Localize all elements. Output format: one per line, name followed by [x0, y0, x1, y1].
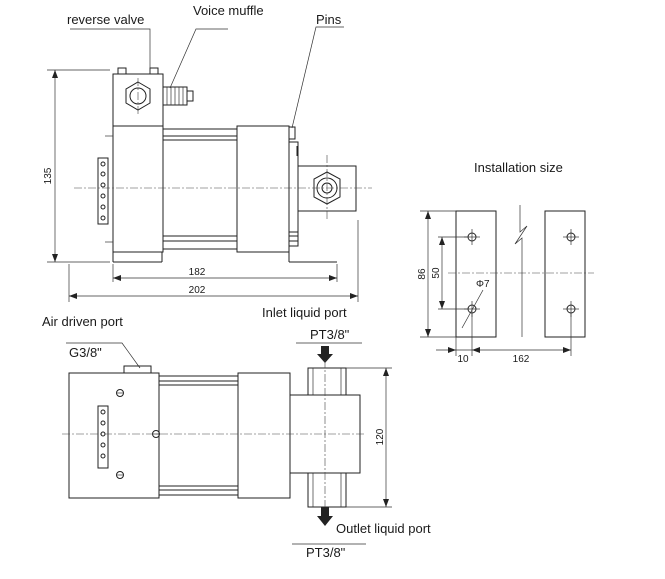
outlet-arrow-icon [317, 507, 333, 526]
break-line [514, 205, 528, 270]
leader-pins [291, 26, 344, 129]
leader-phi7 [461, 289, 484, 329]
label-voice-muffle: Voice muffle [193, 3, 264, 18]
tie-rod-top [158, 375, 239, 496]
leader-g38 [66, 342, 141, 369]
end-plate [288, 141, 299, 247]
label-pt38-bottom: PT3/8" [306, 545, 346, 560]
label-reverse-valve: reverse valve [67, 12, 144, 27]
label-inlet-liquid-port: Inlet liquid port [262, 305, 347, 320]
air-fittings-strip [97, 157, 109, 225]
tie-rod-section [162, 128, 238, 250]
label-air-driven-port: Air driven port [42, 314, 123, 329]
air-port-fitting [123, 365, 152, 374]
leader-reverse-valve [70, 28, 151, 74]
inlet-arrow-icon [317, 346, 333, 363]
left-mount-plate [455, 210, 497, 338]
hydraulic-cylinder [236, 125, 290, 253]
air-cylinder [112, 125, 164, 253]
valve-tab-right [149, 67, 159, 75]
label-pins: Pins [316, 12, 342, 27]
valve-tab-left [117, 67, 127, 75]
dim-120: 120 [375, 428, 386, 445]
dim-202: 202 [189, 285, 206, 296]
dim-182: 182 [189, 267, 206, 278]
top-view: Air driven port Inlet liquid port G3/8" … [42, 305, 431, 560]
pin [288, 126, 296, 140]
label-installation-size: Installation size [474, 160, 563, 175]
label-g38: G3/8" [69, 345, 102, 360]
dim-10: 10 [457, 354, 469, 365]
dim-86: 86 [417, 268, 428, 280]
installation-view: Installation size 86 50 [417, 160, 594, 365]
leader-voice-muffle [169, 28, 228, 89]
right-mount-plate [544, 210, 586, 338]
hydraulic-top [237, 372, 291, 499]
dim-162: 162 [513, 354, 530, 365]
dim-phi7: Φ7 [476, 279, 490, 290]
label-outlet-liquid-port: Outlet liquid port [336, 521, 431, 536]
air-fittings-strip-top [97, 405, 109, 469]
front-view: 135 182 202 reverse valve Voice muffle P… [43, 3, 372, 302]
dim-135: 135 [43, 167, 54, 184]
label-pt38-top: PT3/8" [310, 327, 350, 342]
muffler-cap [186, 90, 194, 102]
dim-50: 50 [431, 267, 442, 279]
air-section-top [68, 372, 160, 499]
